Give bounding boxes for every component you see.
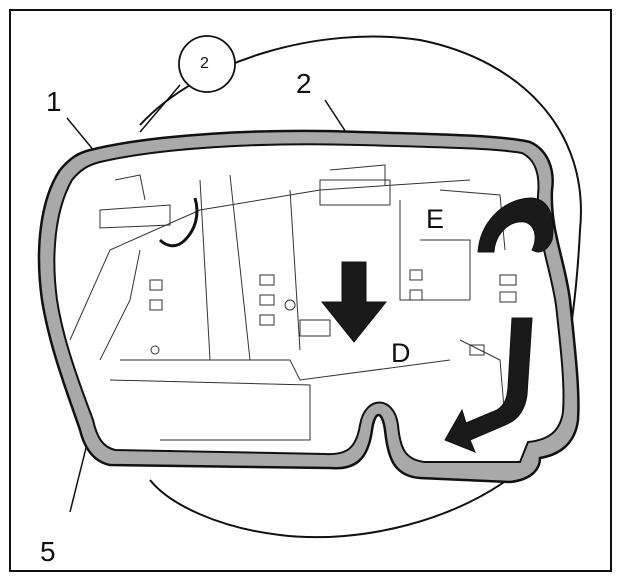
- wire-harness: [158, 197, 199, 248]
- view-marker-label: 2: [200, 55, 209, 72]
- view-marker-circle: [178, 35, 236, 93]
- leader-1: [66, 117, 96, 153]
- arrow-d: [320, 261, 388, 343]
- gasket-inner-edge: [53, 143, 565, 463]
- arrow-e-curl: [477, 197, 554, 253]
- callout-5: 5: [40, 536, 56, 567]
- leader-marker: [139, 84, 181, 133]
- callout-1: 1: [46, 86, 62, 117]
- arrow-e-body: [444, 317, 533, 453]
- callout-2: 2: [296, 68, 312, 99]
- label-d: D: [391, 338, 411, 368]
- floor-pan-details: [69, 164, 517, 441]
- label-e: E: [426, 204, 445, 234]
